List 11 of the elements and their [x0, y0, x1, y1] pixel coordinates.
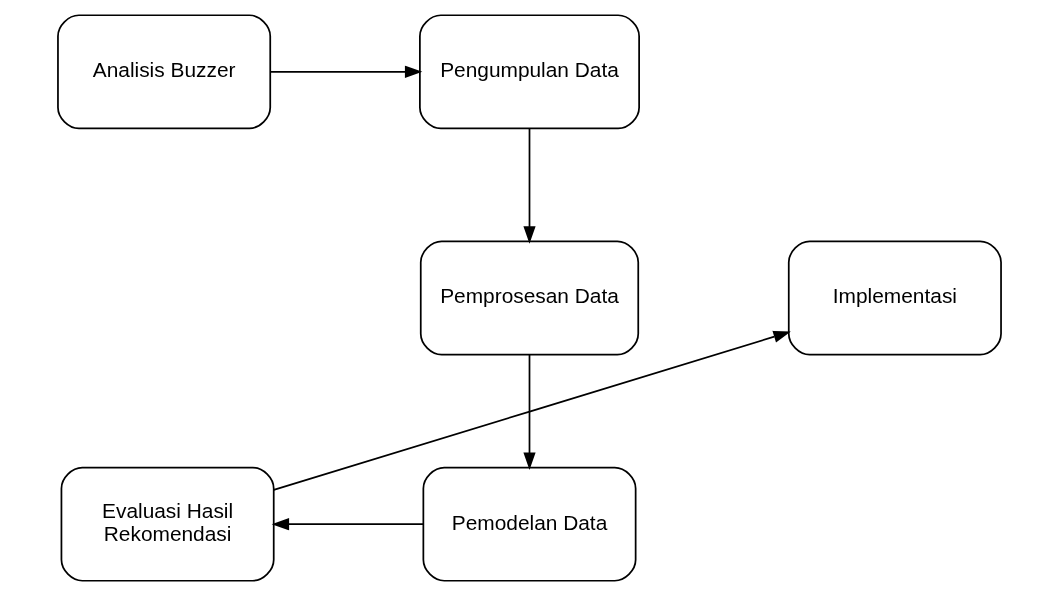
arrow [269, 65, 423, 78]
arrow [523, 353, 536, 470]
arrow [523, 127, 536, 244]
node-box: Pemodelan Data [422, 466, 637, 582]
node-box: Analisis Buzzer [57, 14, 272, 130]
node-box: Evaluasi Hasil Rekomendasi [60, 466, 275, 582]
node-box: Implementasi [787, 240, 1002, 356]
node-box: Pemprosesan Data [419, 240, 640, 356]
node-box: Pengumpulan Data [419, 14, 640, 130]
arrow [272, 330, 791, 491]
arrow [271, 518, 425, 531]
